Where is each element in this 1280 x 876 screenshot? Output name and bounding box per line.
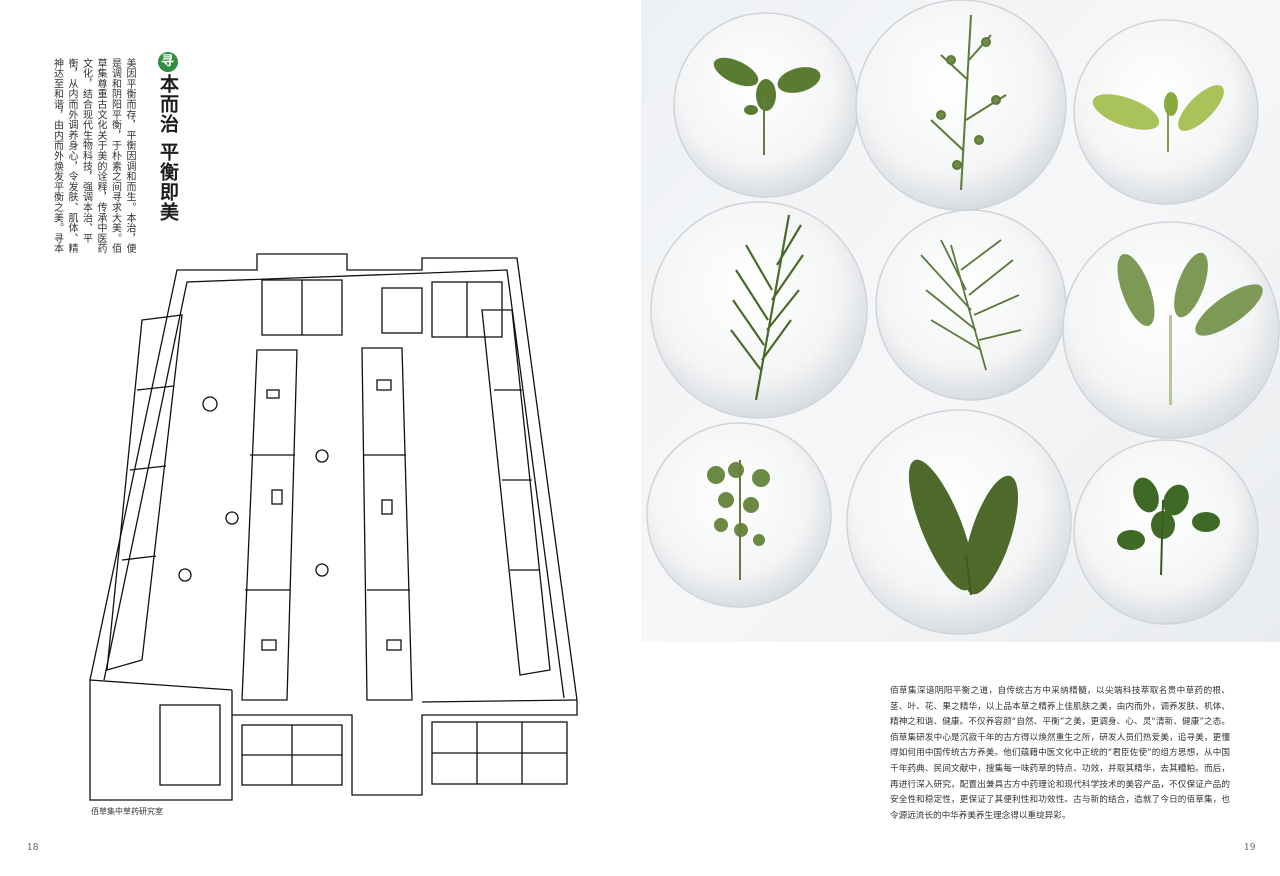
section-title: 寻本而治 平衡即美 (142, 52, 182, 242)
left-page: 寻本而治 平衡即美 美因平衡而存，平衡因调和而生。本治，便是调和阴阳平衡，于朴素… (27, 52, 578, 853)
title-text: 本而治 平衡即美 (157, 74, 179, 222)
title-mark: 寻 (158, 52, 178, 72)
lab-illustration (89, 253, 578, 801)
herb-bowls-graphic (646, 0, 1280, 635)
bowl-5 (875, 209, 1067, 401)
bowl-4 (650, 201, 868, 419)
page-number-right: 19 (1244, 843, 1256, 853)
herb-bowls-photo (641, 0, 1280, 642)
body-text: 佰草集深谙阴阳平衡之道，自传统古方中采纳精髓，以尖端科技萃取名贵中草药的根、茎、… (890, 686, 1230, 821)
page-number-left: 18 (27, 843, 39, 853)
illustration-caption: 佰草集中草药研究室 (91, 807, 163, 816)
intro-text: 美因平衡而存，平衡因调和而生。本治，便是调和阴阳平衡，于朴素之间寻求大美。佰草集… (52, 58, 135, 254)
